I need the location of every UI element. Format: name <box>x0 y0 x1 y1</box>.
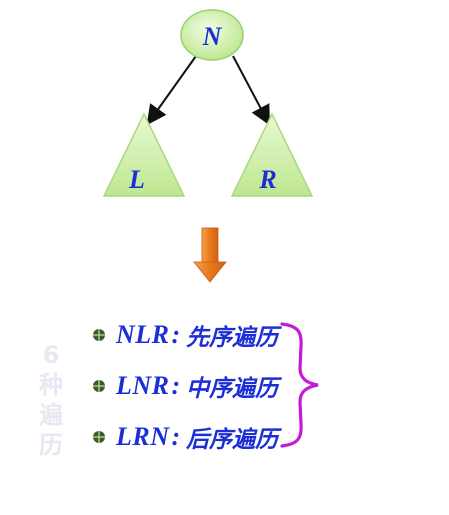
down-arrow-icon <box>193 227 227 283</box>
traversal-separator: : <box>171 320 181 349</box>
left-subtree-label: L <box>128 165 145 194</box>
bullet-icon <box>92 328 106 342</box>
traversal-item-postorder: LRN : 后序遍历 <box>92 420 278 454</box>
bullet-icon <box>92 379 106 393</box>
curly-brace <box>280 322 319 448</box>
traversal-code: LNR <box>116 371 170 400</box>
bullet-icon <box>92 430 106 444</box>
traversal-item-preorder: NLR : 先序遍历 <box>92 318 278 352</box>
traversal-name: 后序遍历 <box>186 426 279 453</box>
right-subtree-triangle <box>230 112 314 197</box>
root-node-label: N <box>202 22 223 51</box>
traversal-code: NLR <box>116 320 170 349</box>
traversal-name: 中序遍历 <box>186 375 279 402</box>
edge-root-left <box>146 55 197 126</box>
traversal-name: 先序遍历 <box>186 324 279 351</box>
left-subtree-triangle <box>102 112 186 197</box>
traversal-separator: : <box>171 422 181 451</box>
traversal-separator: : <box>171 371 181 400</box>
root-node <box>180 9 244 61</box>
watermark-text: 6 种 遍 历 <box>39 341 63 459</box>
traversal-code: LRN <box>116 422 170 451</box>
edge-root-right <box>232 55 270 126</box>
right-subtree-label: R <box>258 165 276 194</box>
traversal-item-inorder: LNR : 中序遍历 <box>92 369 278 403</box>
